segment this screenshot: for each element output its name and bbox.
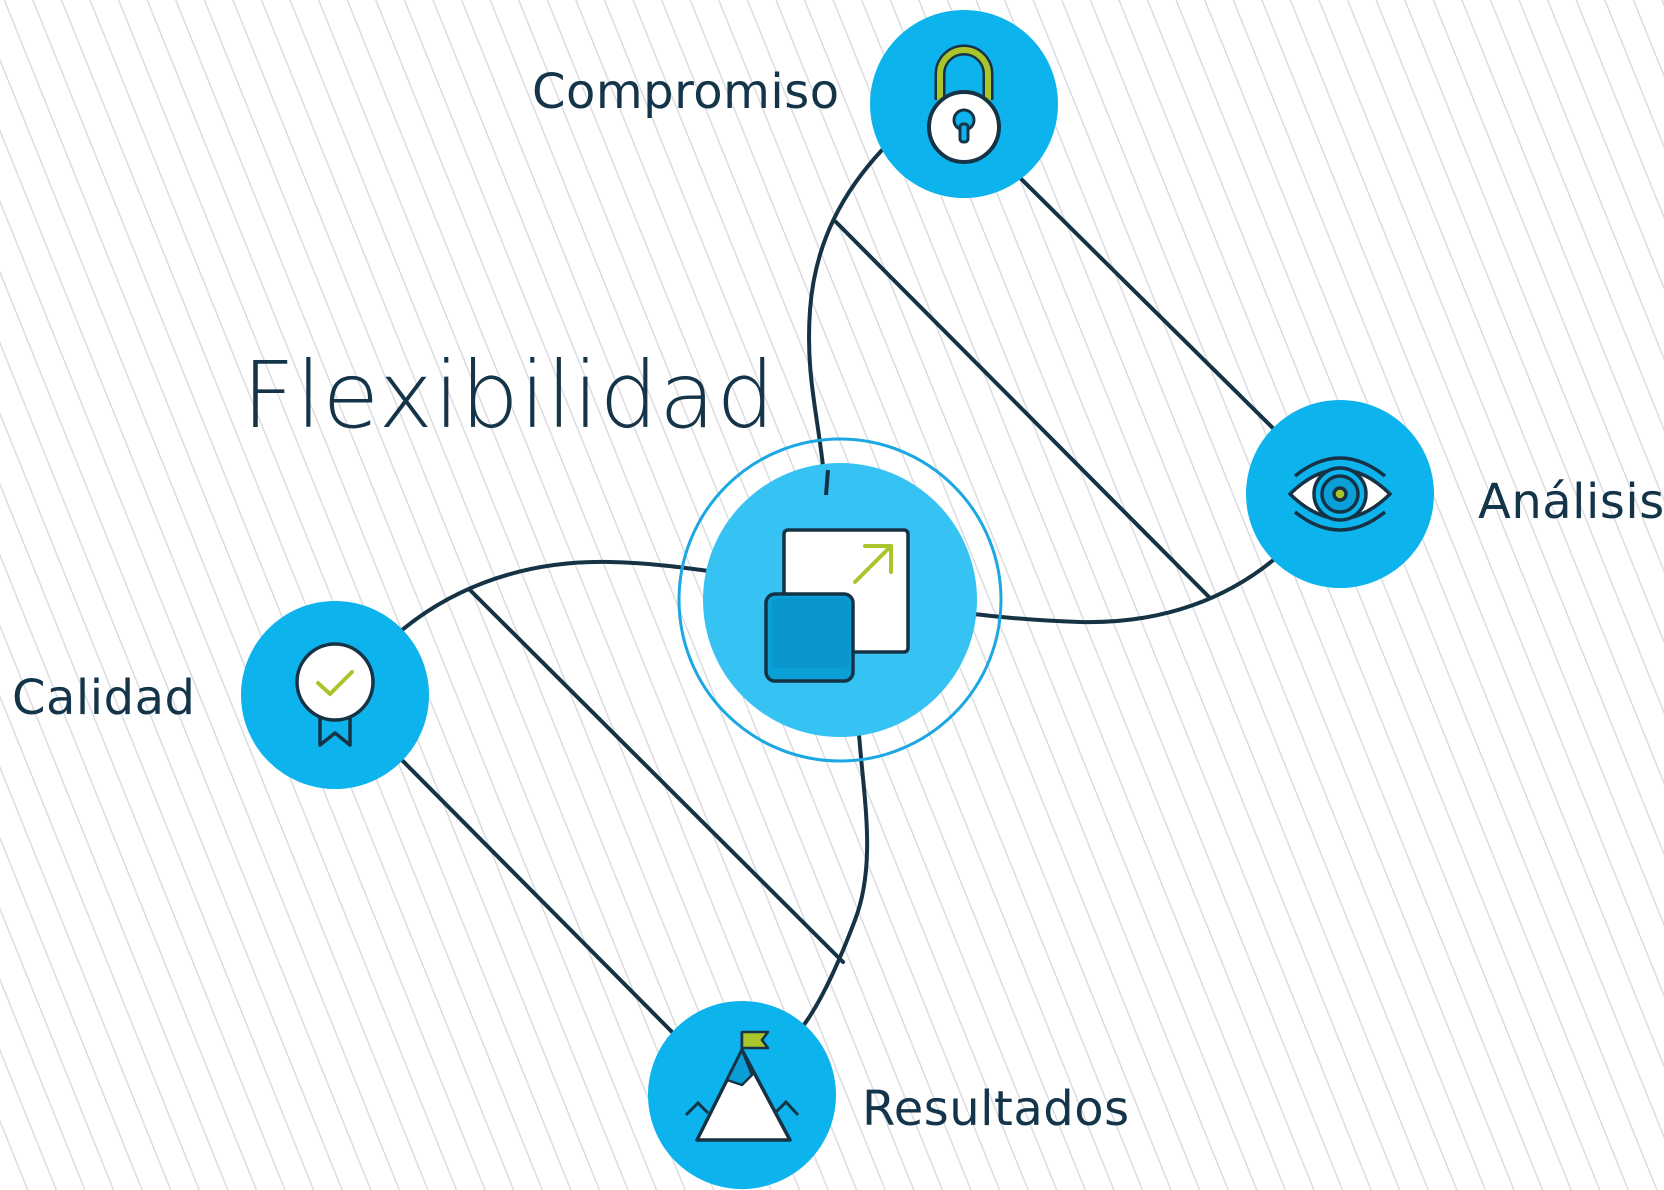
eye-icon: [1287, 456, 1393, 532]
mountain-flag-icon: [684, 1030, 800, 1142]
node-center: [677, 437, 1003, 763]
rung-upper-inner: [834, 220, 1212, 600]
label-resultados: Resultados: [862, 1081, 1130, 1137]
node-analisis: [1246, 400, 1434, 588]
padlock-icon: [927, 44, 1001, 164]
upper-strand: [806, 148, 884, 497]
resize-expand-icon: [764, 528, 910, 683]
rung-lower-inner: [468, 588, 845, 964]
label-calidad: Calidad: [12, 670, 196, 726]
rung-compromiso-analisis: [998, 156, 1292, 447]
node-calidad: [241, 601, 429, 789]
center-ring: [677, 437, 1003, 763]
rung-calidad-resultados: [378, 736, 682, 1042]
page-title: Flexibilidad: [242, 342, 776, 449]
node-resultados: [648, 1001, 836, 1189]
label-analisis: Análisis: [1478, 474, 1664, 530]
award-ribbon-icon: [295, 642, 375, 747]
label-compromiso: Compromiso: [532, 64, 840, 120]
lower-strand: [798, 718, 870, 1032]
node-compromiso: [870, 10, 1058, 198]
